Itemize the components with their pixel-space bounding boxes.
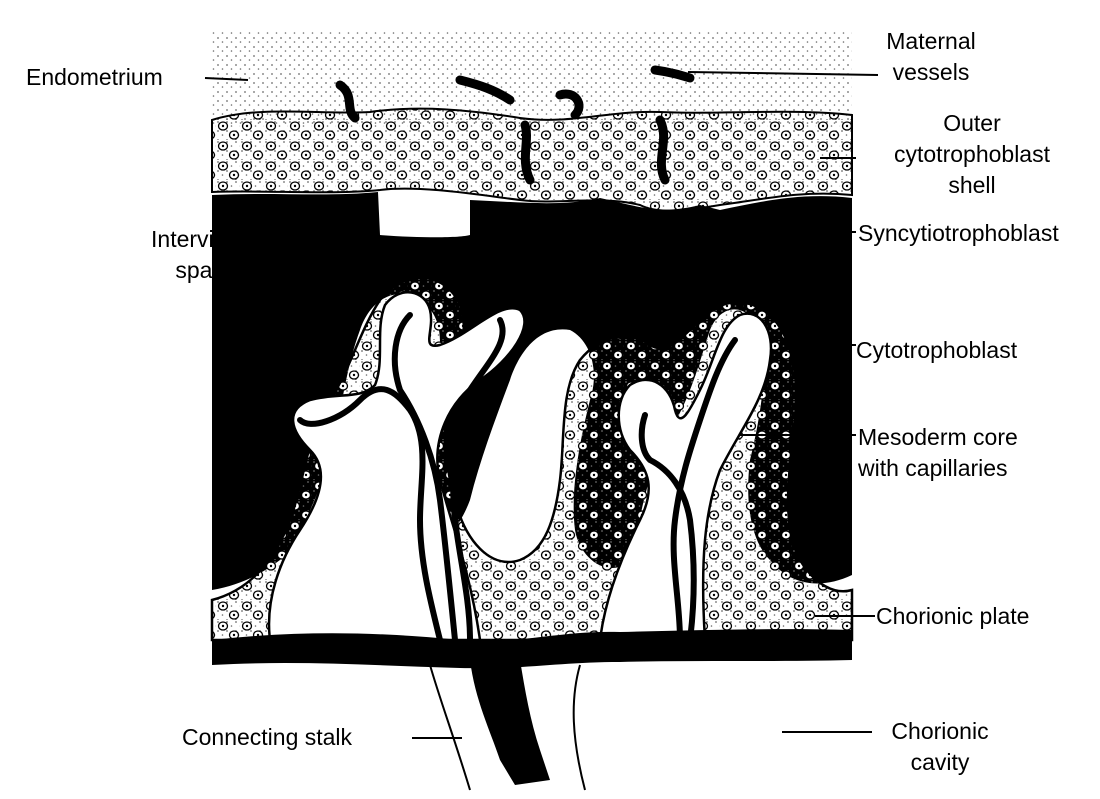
label-chorionic-cavity: Chorionic cavity: [872, 716, 1008, 778]
outer-shell-band: [211, 107, 853, 212]
maternal-vessels: [335, 65, 695, 185]
chorionic-plate-band: [212, 629, 852, 669]
intervillous-space-region: [212, 192, 852, 590]
label-outer-cytotrophoblast-shell: Outer cytotrophoblast shell: [858, 108, 1086, 201]
label-outer-line2: cytotrophoblast: [894, 141, 1050, 167]
label-mesoderm-core: Mesoderm core with capillaries: [858, 422, 1018, 484]
leader-lines: [204, 71, 879, 739]
label-intervillous-line2: space: [175, 257, 237, 283]
label-syncytiotrophoblast: Syncytiotrophoblast: [858, 220, 1059, 246]
connecting-stalk-wall-left: [429, 664, 471, 791]
label-cytotrophoblast: Cytotrophoblast: [856, 337, 1018, 363]
label-intervillous-space: Intervillous space: [108, 224, 304, 286]
label-maternal-vessels-line1: Maternal: [886, 28, 976, 54]
label-chorionic-cavity-line1: Chorionic: [891, 718, 989, 744]
label-mesoderm-line2: with capillaries: [858, 455, 1008, 481]
label-mesoderm-line1: Mesoderm core: [858, 424, 1018, 450]
endometrium-region: [212, 30, 852, 125]
label-chorionic-plate: Chorionic plate: [876, 603, 1030, 629]
label-outer-line1: Outer: [943, 110, 1001, 136]
label-intervillous-line1: Intervillous: [151, 226, 261, 252]
label-maternal-vessels-line2: vessels: [892, 59, 970, 85]
capillary-network: [297, 312, 738, 643]
label-maternal-vessels: Maternal vessels: [866, 26, 996, 88]
label-connecting-stalk: Connecting stalk: [182, 724, 353, 750]
connecting-stalk-vessel: [470, 660, 550, 785]
connecting-stalk-wall-right: [572, 664, 586, 791]
label-outer-line3: shell: [948, 172, 996, 198]
label-chorionic-cavity-line2: cavity: [910, 749, 970, 775]
label-endometrium: Endometrium: [26, 64, 163, 90]
